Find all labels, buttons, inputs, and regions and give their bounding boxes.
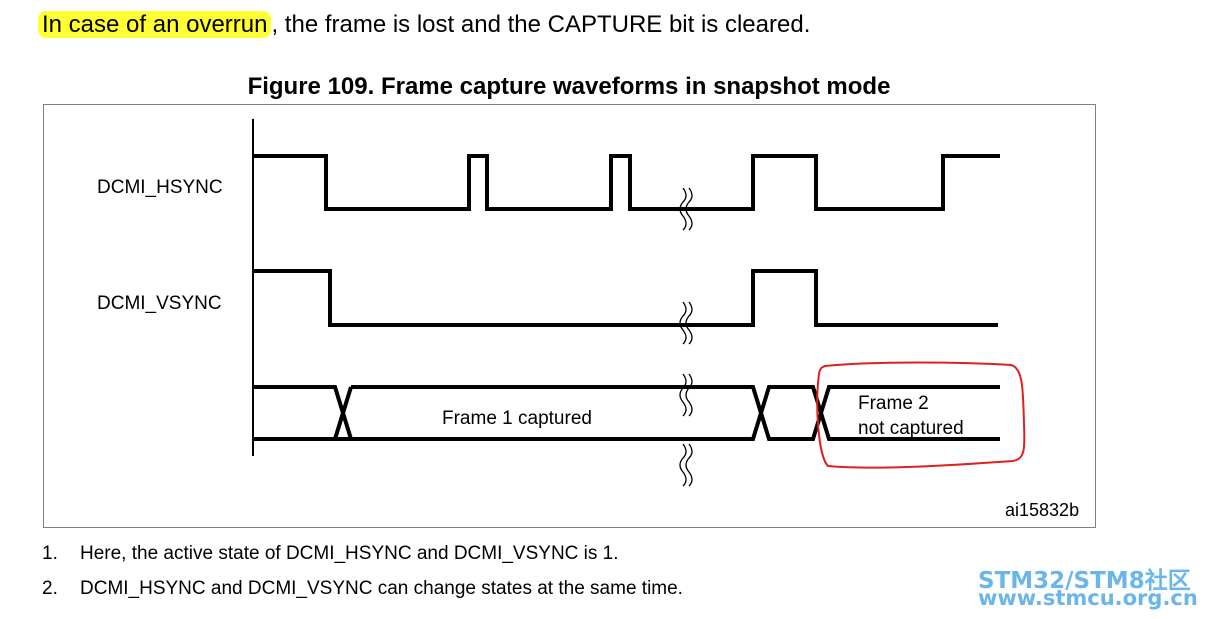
- waveform-diagram: DCMI_HSYNC DCMI_VSYNC Frame 1 captured F…: [97, 119, 1079, 520]
- watermark-line1: STM32/STM8社区: [978, 568, 1191, 594]
- note-2-number: 2.: [42, 578, 58, 599]
- time-break-marks: [679, 187, 693, 487]
- intro-paragraph: In case of an overrun, the frame is lost…: [38, 8, 811, 42]
- note-1-text: Here, the active state of DCMI_HSYNC and…: [80, 543, 619, 564]
- figure-reference-id: ai15832b: [1005, 500, 1079, 520]
- note-2: 2. DCMI_HSYNC and DCMI_VSYNC can change s…: [42, 577, 683, 601]
- highlighted-phrase: In case of an overrun: [38, 11, 272, 38]
- hsync-waveform: [253, 154, 1000, 211]
- watermark-line2: www.stmcu.org.cn: [978, 586, 1198, 610]
- red-annotation-circle: [816, 361, 1026, 469]
- note-2-text: DCMI_HSYNC and DCMI_VSYNC can change sta…: [80, 578, 683, 599]
- note-1: 1. Here, the active state of DCMI_HSYNC a…: [42, 542, 619, 566]
- figure-frame: [43, 104, 1096, 528]
- frame2-label-line1: Frame 2: [858, 393, 929, 414]
- figure-title: Figure 109. Frame capture waveforms in s…: [247, 73, 891, 100]
- vsync-label: DCMI_VSYNC: [97, 293, 222, 314]
- frame-bus-waveform: [253, 385, 1000, 441]
- frame2-label-line2: not captured: [858, 418, 964, 439]
- hsync-label: DCMI_HSYNC: [97, 177, 223, 198]
- frame1-label: Frame 1 captured: [442, 408, 592, 429]
- vsync-waveform: [253, 269, 998, 327]
- note-1-number: 1.: [42, 543, 58, 564]
- intro-rest-text: , the frame is lost and the CAPTURE bit …: [271, 11, 811, 38]
